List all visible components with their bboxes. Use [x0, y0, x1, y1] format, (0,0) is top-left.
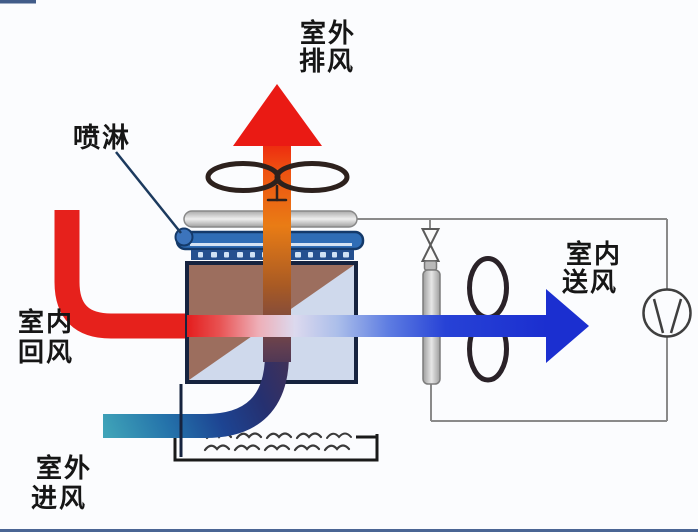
label-outdoor-intake-line2: 进风: [31, 484, 87, 514]
refrigerant-circuit: [357, 218, 668, 422]
return-air-pipe: [54, 210, 187, 339]
expansion-valve-icon: [420, 228, 441, 262]
top-edge-mark: [0, 0, 36, 4]
label-spray: 喷淋: [73, 123, 131, 154]
label-outdoor-intake-line1: 室外: [36, 453, 92, 484]
compressor-icon: [642, 288, 692, 338]
airflow-band: [187, 315, 546, 337]
exhaust-fan-icon: [205, 161, 350, 202]
label-outdoor-exhaust-line1: 室外: [300, 18, 356, 49]
label-indoor-supply-line1: 室内: [566, 239, 622, 270]
label-indoor-return-line2: 回风: [18, 338, 74, 368]
bottom-edge-line: [0, 529, 698, 532]
spray-pointer-line: [115, 151, 182, 234]
intake-air-duct: [103, 353, 289, 438]
label-indoor-return-line1: 室内: [18, 307, 74, 338]
exhaust-arrow-head: [233, 84, 322, 146]
valve-cap: [423, 260, 438, 271]
label-indoor-supply-line2: 送风: [562, 268, 618, 298]
label-outdoor-exhaust-line2: 排风: [299, 47, 355, 77]
supply-arrow-head: [546, 289, 589, 363]
